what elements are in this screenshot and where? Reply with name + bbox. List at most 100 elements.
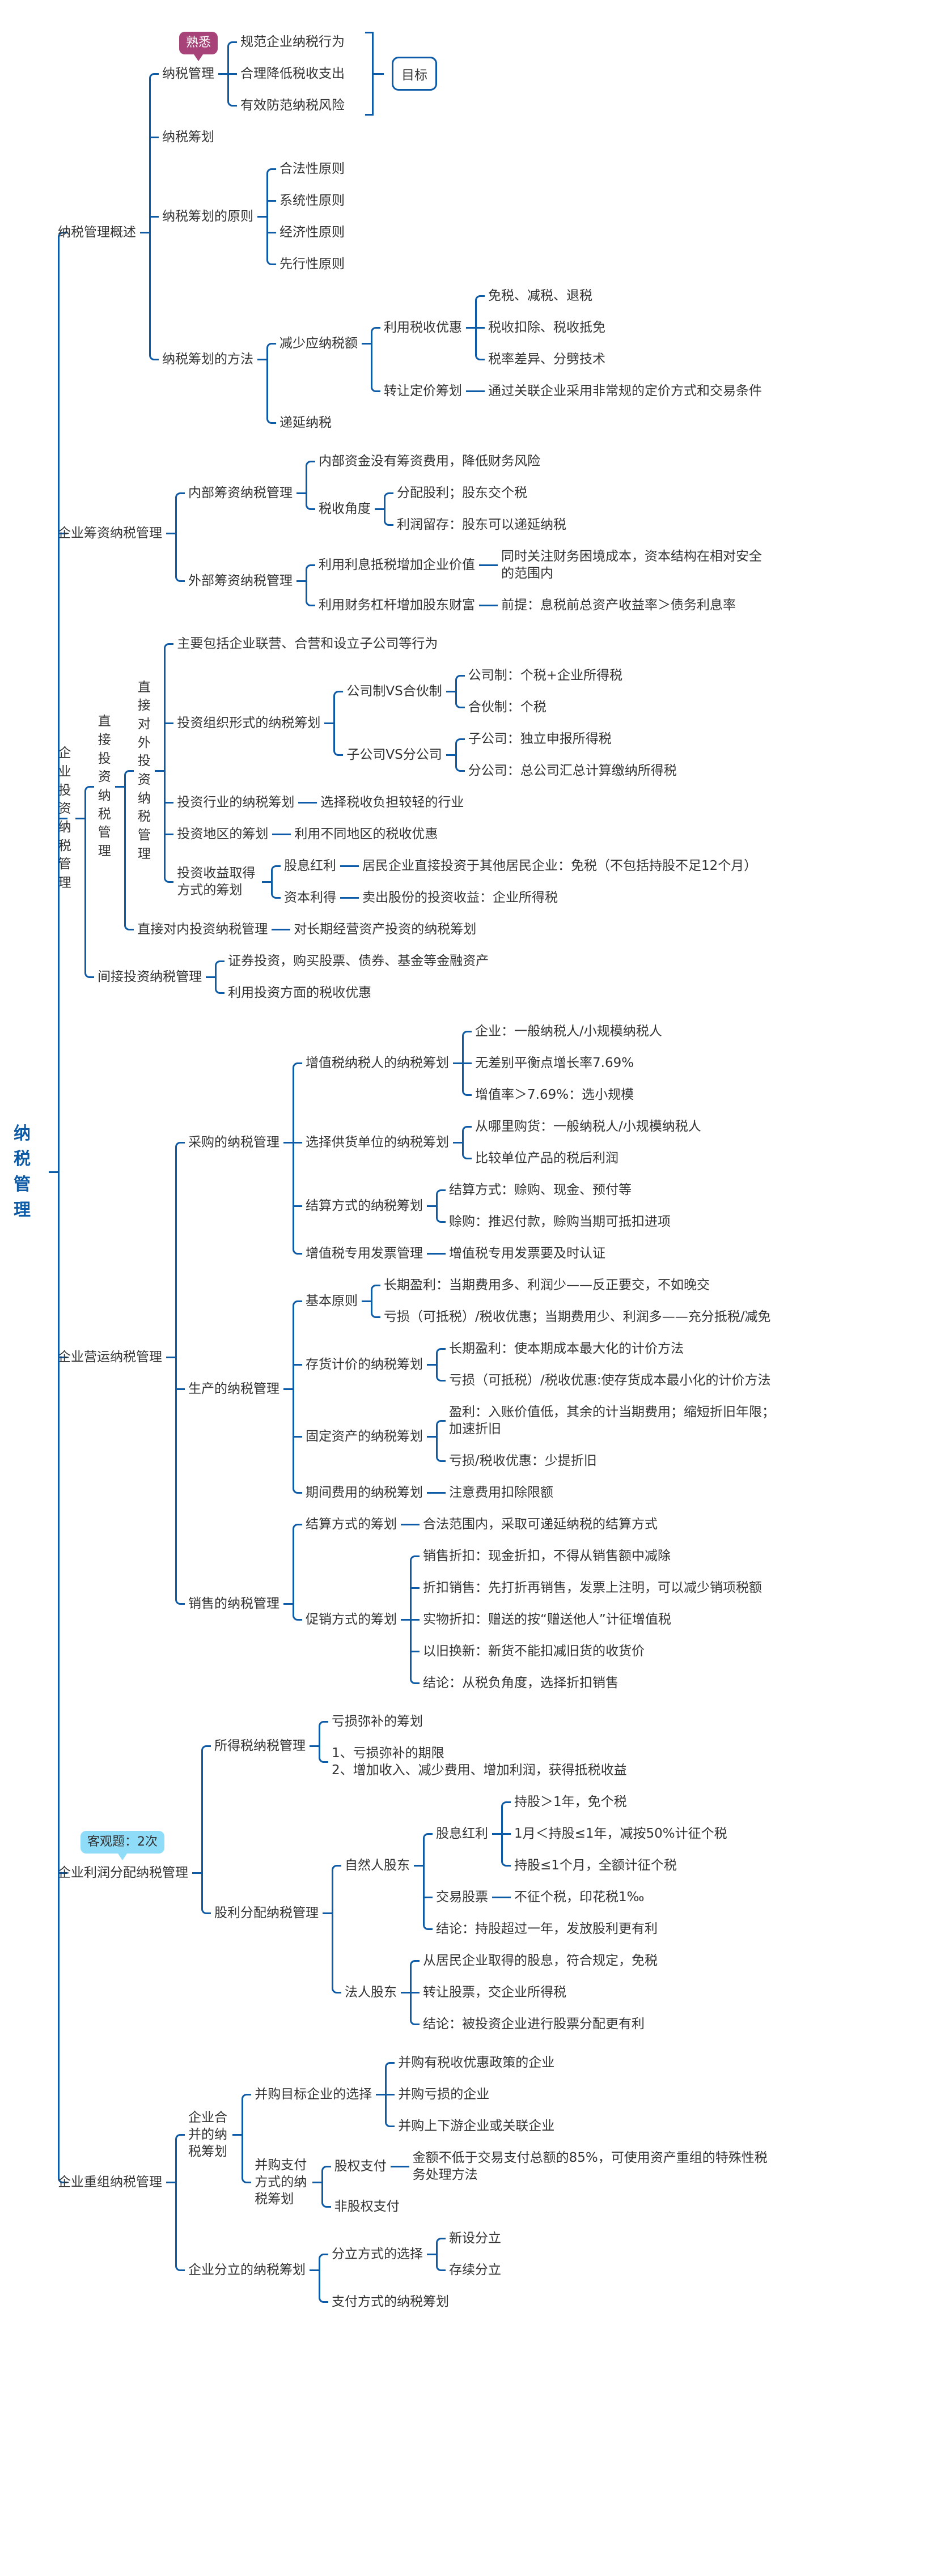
branch: 利用税收优惠免税、减税、退税税收扣除、税收抵免税率差异、分劈技术: [371, 280, 762, 375]
children-group: 股息红利居民企业直接投资于其他居民企业：免税（不包括持股不足12个月）资本利得卖…: [271, 850, 757, 913]
node-label: 亏损弥补的筹划: [332, 1714, 423, 1729]
mindmap-node-level-4: 投资组织形式的纳税筹划公司制VS合伙制公司制：个税+企业所得税合伙制：个税子公司…: [177, 660, 676, 787]
mindmap-node-level-4: 合法范围内，采取可递延纳税的结算方式: [423, 1508, 658, 1540]
children-group: 销售折扣：现金折扣，不得从销售额中减除折扣销售：先打折再销售，发票上注明，可以减…: [410, 1540, 762, 1699]
children-bracket: 结算方式：赊购、现金、预付等赊购：推迟付款，赊购当期可抵扣进项: [436, 1174, 671, 1238]
branch: 存续分立: [436, 2254, 501, 2286]
branch: 纳税筹划的原则合法性原则系统性原则经济性原则先行性原则: [149, 153, 762, 280]
mindmap-node-level-4: 同时关注财务困境成本，资本结构在相对安全的范围内: [501, 541, 769, 589]
mindmap-node-level-3: 结算方式的筹划合法范围内，采取可递延纳税的结算方式: [306, 1508, 658, 1540]
node-label: 股利分配纳税管理: [214, 1906, 319, 1920]
node-label: 间接投资纳税管理: [98, 970, 202, 984]
branch: 资本利得卖出股份的投资收益：企业所得税: [271, 882, 757, 913]
branch: 合理降低税收支出: [227, 58, 345, 90]
children-bracket: 证券投资，购买股票、债券、基金等金融资产利用投资方面的税收优惠: [215, 945, 489, 1009]
mindmap-node-level-3: 并购支付方式的纳税筹划股权支付金额不低于交易支付总额的85%，可使用资产重组的特…: [255, 2142, 771, 2222]
branch: 结算方式：赊购、现金、预付等: [436, 1174, 671, 1206]
connector-line: [272, 833, 282, 835]
mindmap-node-level-5: 持股≤1个月，全额计征个税: [514, 1850, 677, 1881]
connector-line: [401, 1991, 410, 1993]
mindmap-node-level-4: 新设分立: [449, 2222, 501, 2254]
children-bracket: 规范企业纳税行为合理降低税收支出有效防范纳税风险: [227, 26, 345, 121]
mindmap-node-level-2: 外部筹资纳税管理利用利息抵税增加企业价值同时关注财务困境成本，资本结构在相对安全…: [188, 541, 769, 621]
children-group: 股权支付金额不低于交易支付总额的85%，可使用资产重组的特殊性税务处理方法非股权…: [321, 2142, 772, 2222]
mindmap-node-level-4: 前提：息税前总资产收益率＞债务利息率: [501, 589, 736, 621]
branch: 增值税专用发票要及时认证: [436, 1238, 605, 1269]
node-label: 促销方式的筹划: [306, 1612, 397, 1627]
mindmap-node-level-3: 并购目标企业的选择并购有税收优惠政策的企业并购亏损的企业并购上下游企业或关联企业: [255, 2047, 554, 2142]
mindmap-node-level-4: 结论：持股超过一年，发放股利更有利: [436, 1913, 658, 1945]
children-bracket: 公司制VS合伙制公司制：个税+企业所得税合伙制：个税子公司VS分公司子公司：独立…: [333, 660, 677, 787]
mindmap-node-level-3: 递延纳税: [279, 407, 332, 439]
branch: 持股＞1年，免个税: [501, 1786, 727, 1818]
children-bracket: 金额不低于交易支付总额的85%，可使用资产重组的特殊性税务处理方法: [399, 2142, 772, 2191]
mindmap-node-level-4: 投资收益取得方式的筹划股息红利居民企业直接投资于其他居民企业：免税（不包括持股不…: [177, 850, 757, 913]
node-label: 纳税筹划: [162, 130, 214, 144]
mindmap-node-level-6: 卖出股份的投资收益：企业所得税: [362, 882, 558, 913]
mindmap-node-level-4: 企业：一般纳税人/小规模纳税人: [475, 1015, 662, 1047]
branch: 结算方式的纳税筹划结算方式：赊购、现金、预付等赊购：推迟付款，赊购当期可抵扣进项: [293, 1174, 701, 1238]
node-label: 以旧换新：新货不能扣减旧货的收货价: [423, 1644, 645, 1659]
mindmap-node-level-2: 企业分立的纳税筹划分立方式的选择新设分立存续分立支付方式的纳税筹划: [188, 2222, 501, 2318]
children-bracket: 销售折扣：现金折扣，不得从销售额中减除折扣销售：先打折再销售，发票上注明，可以减…: [410, 1540, 762, 1699]
mindmap-node-level-5: 免税、减税、退税: [488, 280, 592, 312]
children-group: 对长期经营资产投资的纳税筹划: [281, 913, 476, 945]
connector-line: [466, 326, 475, 329]
branch: 投资组织形式的纳税筹划公司制VS合伙制公司制：个税+企业所得税合伙制：个税子公司…: [164, 660, 757, 787]
node-label: 税率差异、分劈技术: [488, 352, 605, 367]
children-bracket: 企业：一般纳税人/小规模纳税人无差别平衡点增长率7.69%增值率＞7.69%：选…: [462, 1015, 662, 1111]
node-label: 增值税纳税人的纳税筹划: [306, 1056, 449, 1070]
children-group: 证券投资，购买股票、债券、基金等金融资产利用投资方面的税收优惠: [215, 945, 489, 1009]
mindmap-node-level-3: 存货计价的纳税筹划长期盈利：使本期成本最大化的计价方法亏损（可抵税）/税收优惠:…: [306, 1333, 771, 1396]
children-bracket: 内部资金没有筹资费用，降低财务风险税收角度分配股利；股东交个税利润留存：股东可以…: [306, 445, 566, 541]
children-group: 基本原则长期盈利：当期费用多、利润少——反正要交，不如晚交亏损（可抵税）/税收优…: [293, 1269, 782, 1508]
node-label: 结论：被投资企业进行股票分配更有利: [423, 2017, 645, 2031]
branch: 间接投资纳税管理证券投资，购买股票、债券、基金等金融资产利用投资方面的税收优惠: [84, 945, 757, 1009]
mindmap-node-level-1: 纳税管理概述纳税管理熟悉规范企业纳税行为合理降低税收支出有效防范纳税风险目标纳税…: [58, 26, 762, 439]
mindmap-node-level-4: 结论：从税负角度，选择折扣销售: [423, 1667, 618, 1699]
branch: 结算方式的筹划合法范围内，采取可递延纳税的结算方式: [293, 1508, 762, 1540]
mindmap-node-level-5: 税率差异、分劈技术: [488, 343, 605, 375]
node-label: 企业：一般纳税人/小规模纳税人: [475, 1024, 662, 1039]
children-bracket: 利用利息抵税增加企业价值同时关注财务困境成本，资本结构在相对安全的范围内利用财务…: [306, 541, 769, 621]
node-label: 内部筹资纳税管理: [188, 486, 293, 500]
branch: 增值率＞7.69%：选小规模: [462, 1079, 662, 1111]
node-label: 结论：从税负角度，选择折扣销售: [423, 1676, 618, 1690]
node-label: 合法范围内，采取可递延纳税的结算方式: [423, 1517, 658, 1532]
mindmap-node-level-3: 合理降低税收支出: [240, 58, 345, 90]
node-label: 持股≤1个月，全额计征个税: [514, 1858, 677, 1873]
children-group: 利用利息抵税增加企业价值同时关注财务困境成本，资本结构在相对安全的范围内利用财务…: [306, 541, 769, 621]
mindmap-node-level-3: 分立方式的选择新设分立存续分立: [332, 2222, 501, 2286]
branch: 有效防范纳税风险: [227, 90, 345, 121]
children-bracket: 利用税收优惠免税、减税、退税税收扣除、税收抵免税率差异、分劈技术转让定价筹划通过…: [371, 280, 762, 407]
exam-frequency-callout: 客观题：2次: [81, 1831, 164, 1860]
mindmap-node-level-3: 有效防范纳税风险: [240, 90, 345, 121]
branch: 通过关联企业采用非常规的定价方式和交易条件: [475, 375, 762, 407]
node-label: 直接投资纳税管理: [98, 714, 111, 858]
children-group: 企业：一般纳税人/小规模纳税人无差别平衡点增长率7.69%增值率＞7.69%：选…: [462, 1015, 662, 1111]
branch: 基本原则长期盈利：当期费用多、利润少——反正要交，不如晚交亏损（可抵税）/税收优…: [293, 1269, 782, 1333]
children-group: 增值税专用发票要及时认证: [436, 1238, 605, 1269]
connector-line: [492, 1833, 501, 1835]
mindmap-node-level-4: 并购有税收优惠政策的企业: [398, 2047, 554, 2078]
branch: 销售折扣：现金折扣，不得从销售额中减除: [410, 1540, 762, 1572]
mindmap-node-level-5: 金额不低于交易支付总额的85%，可使用资产重组的特殊性税务处理方法: [413, 2142, 772, 2191]
branch: 结论：从税负角度，选择折扣销售: [410, 1667, 762, 1699]
branch: 结论：被投资企业进行股票分配更有利: [410, 2008, 658, 2040]
mindmap-node-level-4: 长期盈利：当期费用多、利润少——反正要交，不如晚交: [384, 1269, 710, 1301]
children-bracket: 纳税管理概述纳税管理熟悉规范企业纳税行为合理降低税收支出有效防范纳税风险目标纳税…: [58, 23, 782, 2321]
node-label: 存续分立: [449, 2263, 501, 2277]
connector-line: [390, 2165, 400, 2167]
node-label: 直接对外投资纳税管理: [137, 679, 151, 861]
children-group: 企业合并的纳税筹划并购目标企业的选择并购有税收优惠政策的企业并购亏损的企业并购上…: [175, 2047, 771, 2318]
mindmap-node-level-4: 并购亏损的企业: [398, 2078, 489, 2110]
mindmap-node-level-4: 长期盈利：使本期成本最大化的计价方法: [449, 1333, 684, 1364]
node-label: 利用投资方面的税收优惠: [228, 985, 372, 1000]
children-group: 新设分立存续分立: [436, 2222, 501, 2286]
branch: 税收角度分配股利；股东交个税利润留存：股东可以递延纳税: [306, 477, 566, 541]
